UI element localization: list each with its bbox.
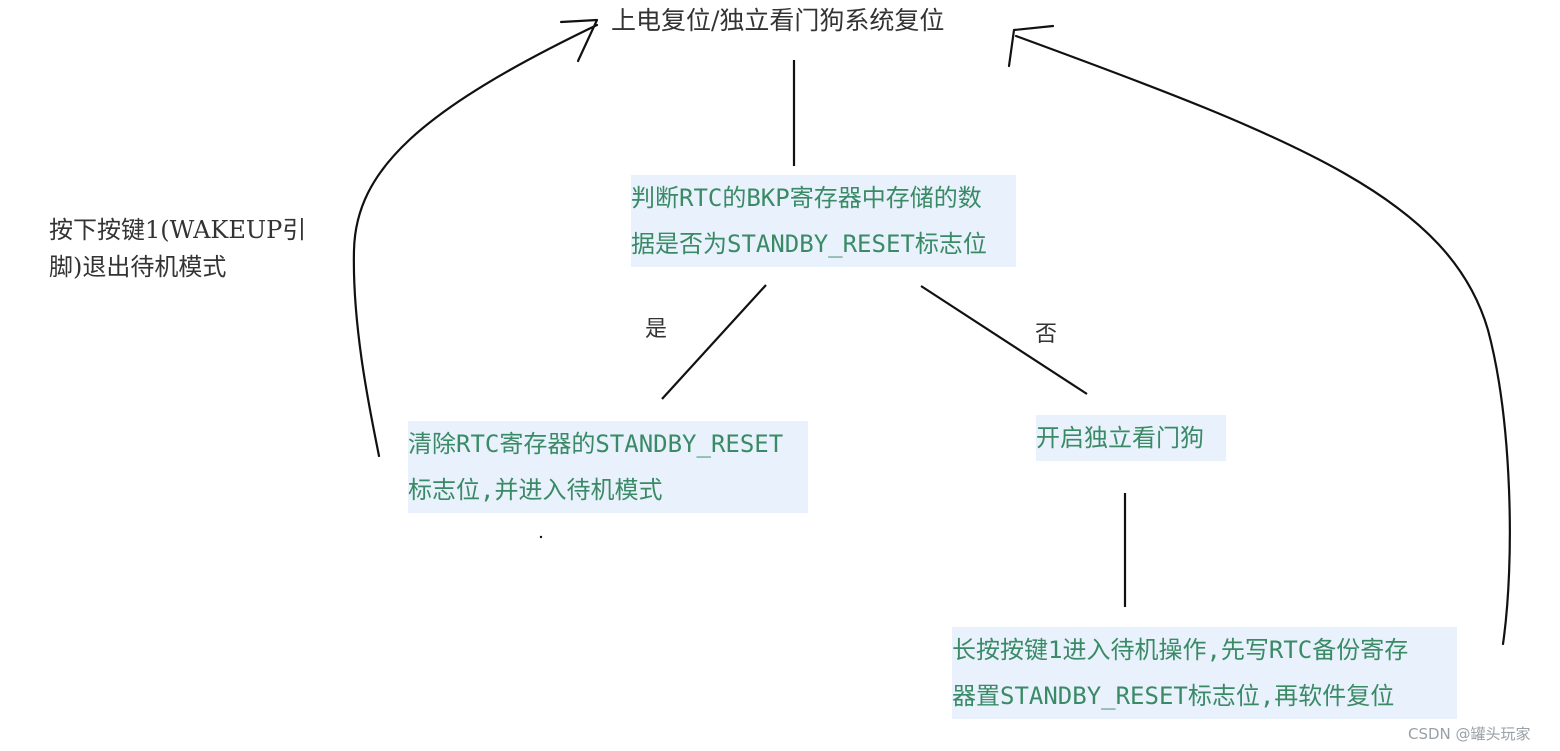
note-wakeup-exit: 按下按键1(WAKEUP引 脚)退出待机模式 — [49, 212, 306, 286]
note-wakeup-line2: 脚)退出待机模式 — [49, 253, 227, 281]
node-long-press-action: 长按按键1进入待机操作,先写RTC备份寄存 器置STANDBY_RESET标志位… — [952, 627, 1457, 719]
arrowhead-left — [559, 18, 599, 63]
connector-yes-branch — [661, 284, 767, 400]
node-power-on-reset: 上电复位/独立看门狗系统复位 — [611, 6, 945, 35]
connector-no-branch — [920, 285, 1088, 395]
loop-arrow-left — [352, 23, 599, 458]
node-clear-flag-line2: 标志位,并进入待机模式 — [408, 467, 694, 513]
node-enable-watchdog: 开启独立看门狗 — [1036, 415, 1226, 461]
node-check-bkp-line2: 据是否为STANDBY_RESET标志位 — [631, 230, 987, 258]
note-wakeup-line1: 按下按键1(WAKEUP引 — [49, 216, 307, 244]
node-long-press-line2: 器置STANDBY_RESET标志位,再软件复位 — [952, 673, 1430, 719]
node-long-press-line1: 长按按键1进入待机操作,先写RTC备份寄存 — [952, 636, 1409, 664]
branch-label-yes: 是 — [645, 317, 668, 342]
node-check-bkp-line1: 判断RTC的BKP寄存器中存储的数 — [631, 184, 982, 212]
stray-dot — [539, 535, 543, 539]
node-check-bkp: 判断RTC的BKP寄存器中存储的数 据是否为STANDBY_RESET标志位 — [631, 175, 1016, 267]
watermark: CSDN @罐头玩家 — [1408, 725, 1531, 743]
node-clear-flag-line1: 清除RTC寄存器的STANDBY_RESET — [408, 430, 784, 458]
arrowhead-right — [1007, 24, 1055, 68]
branch-label-no: 否 — [1035, 322, 1058, 347]
loop-arrow-right — [1014, 34, 1511, 646]
node-clear-flag-standby: 清除RTC寄存器的STANDBY_RESET 标志位,并进入待机模式 — [408, 421, 808, 513]
